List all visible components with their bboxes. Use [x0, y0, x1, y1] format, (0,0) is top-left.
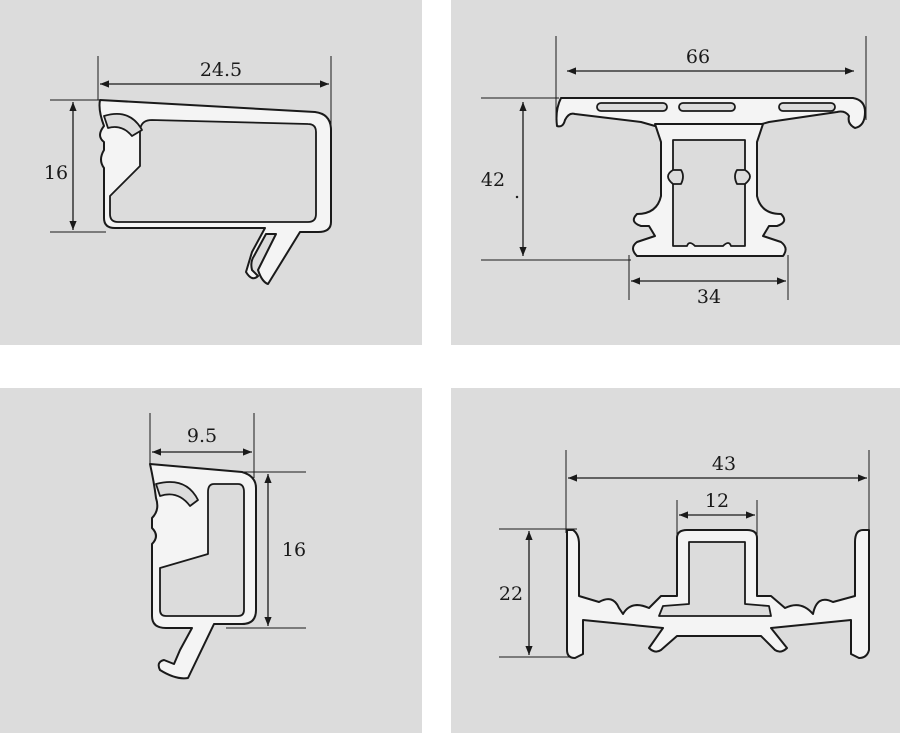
dimension-label-width: 24.5 — [200, 59, 242, 81]
profile-drawing-1: 24.5 16 — [44, 56, 332, 285]
dimension-label-width: 43 — [712, 453, 736, 475]
dimension-label-height: 22 — [499, 583, 523, 605]
dimension-label-height: 42 — [481, 169, 505, 191]
profile-hook-right — [734, 169, 751, 185]
profile-drawing-4: 43 12 22 — [499, 450, 870, 659]
profile-hollow — [109, 119, 317, 223]
dimension-label-width: 9.5 — [187, 425, 217, 447]
profile-notch — [155, 481, 199, 507]
dimension-label-height: 16 — [282, 539, 306, 561]
dimension-label-height: 16 — [44, 162, 68, 184]
profile-drawing-3: 9.5 16 — [149, 413, 306, 680]
dimension-label-top-width: 66 — [686, 46, 710, 68]
profile-hollow — [672, 139, 746, 247]
dimension-label-inner-width: 12 — [705, 490, 729, 512]
profile-hook-left — [667, 169, 684, 185]
profile-panel-4: 43 12 22 — [451, 388, 900, 733]
dimension-label-height-mark: . — [514, 181, 520, 203]
profile-slot — [778, 102, 836, 112]
profile-drawing-2: 66 42 . 34 — [481, 36, 867, 308]
profile-hollow — [658, 541, 772, 617]
profile-slot — [596, 102, 668, 112]
profile-notch — [103, 112, 143, 137]
profile-panel-3: 9.5 16 — [0, 388, 422, 733]
profile-slot — [678, 102, 736, 112]
profile-panel-2: 66 42 . 34 — [451, 0, 900, 345]
profile-panel-1: 24.5 16 — [0, 0, 422, 345]
dimension-label-bottom-width: 34 — [697, 286, 721, 308]
profile-hollow — [159, 483, 245, 617]
